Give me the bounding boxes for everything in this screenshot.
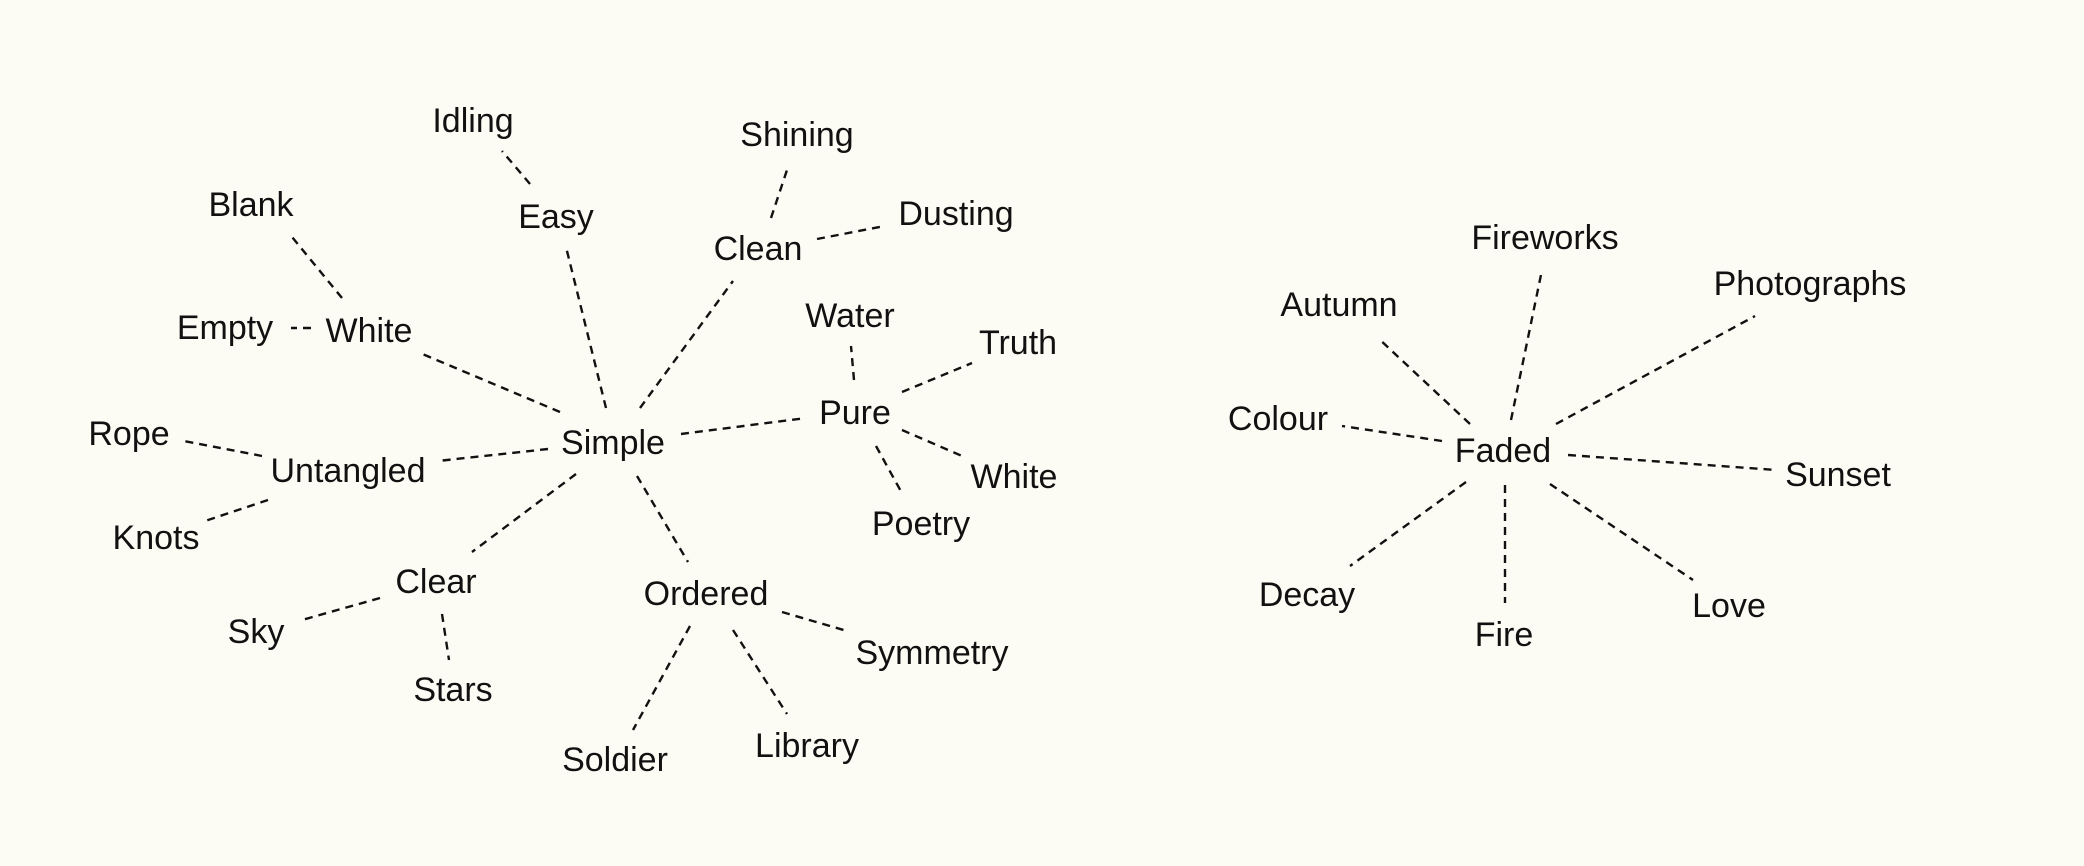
connector-faded-fireworks [1509,269,1544,421]
connector-easy-idling [501,150,531,185]
connector-clear-stars [440,613,451,661]
root-node-simple: Simple [561,424,665,462]
branch-node-untangled: Untangled [270,452,425,490]
connector-faded-autumn [1377,337,1471,425]
connector-faded-decay [1349,481,1467,567]
leaf-node-white-2: White [971,458,1058,496]
root-node-faded: Faded [1455,432,1551,470]
connector-pure-truth [901,361,973,394]
leaf-node-fireworks: Fireworks [1471,219,1618,257]
connector-pure-white [901,428,963,458]
connector-untangled-rope [183,439,263,458]
connector-lines [183,150,1777,731]
leaf-node-shining: Shining [740,116,853,154]
leaf-node-water: Water [805,297,894,335]
connector-ordered-soldier [631,625,692,731]
leaf-node-poetry: Poetry [872,505,970,543]
branch-node-easy: Easy [518,198,594,236]
branch-node-pure: Pure [819,394,891,432]
leaf-node-fire: Fire [1475,616,1534,654]
connector-white-blank [291,236,343,299]
leaf-node-truth: Truth [979,324,1057,362]
connector-faded-sunset [1567,453,1777,472]
connector-faded-photographs [1555,314,1756,426]
leaf-node-library: Library [755,727,859,765]
leaf-node-autumn: Autumn [1280,286,1397,324]
leaf-node-love: Love [1692,587,1766,625]
connector-clear-sky [301,596,381,622]
connector-simple-clear [471,473,577,553]
branch-node-white: White [326,312,413,350]
leaf-node-rope: Rope [88,415,169,453]
leaf-node-stars: Stars [413,671,492,709]
leaf-node-symmetry: Symmetry [856,634,1009,672]
leaf-node-colour: Colour [1228,400,1328,438]
leaf-node-idling: Idling [432,102,513,140]
branch-node-ordered: Ordered [644,575,769,613]
connector-pure-water [849,345,856,381]
connector-ordered-symmetry [781,610,848,633]
leaf-node-dusting: Dusting [898,195,1013,233]
leaf-node-blank: Blank [208,186,294,224]
word-labels: Simple White Blank Empty Easy Idling Cle… [88,102,1906,779]
leaf-node-sunset: Sunset [1785,456,1891,494]
connector-simple-untangled [437,447,549,463]
branch-node-clean: Clean [714,230,803,268]
connector-untangled-knots [204,498,269,523]
connector-faded-colour [1341,424,1443,443]
leaf-node-knots: Knots [113,519,200,557]
connector-pure-poetry [874,445,905,496]
leaf-node-decay: Decay [1259,576,1355,614]
branch-node-clear: Clear [395,563,476,601]
connector-faded-love [1549,483,1694,581]
connector-simple-white [419,351,561,414]
leaf-node-photographs: Photographs [1714,265,1907,303]
leaf-node-soldier: Soldier [562,741,668,779]
connector-simple-pure [680,416,807,436]
connector-clean-dusting [816,224,886,241]
connector-simple-clean [639,280,734,409]
connector-ordered-library [731,629,789,715]
leaf-node-empty: Empty [177,309,273,347]
leaf-node-sky: Sky [228,613,285,651]
connector-simple-ordered [635,475,690,563]
connector-clean-shining [769,166,790,219]
connector-simple-easy [564,246,608,409]
